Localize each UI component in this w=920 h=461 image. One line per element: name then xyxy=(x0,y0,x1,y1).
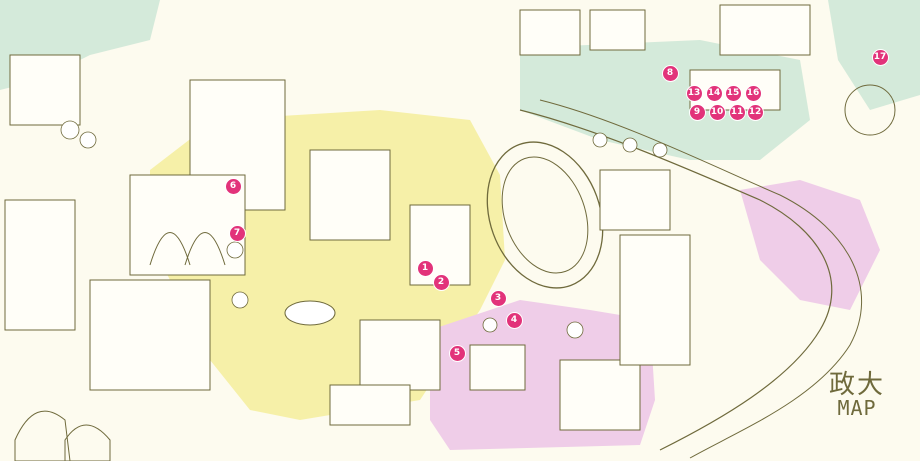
map-marker-9[interactable]: 9 xyxy=(689,104,705,120)
map-marker-7[interactable]: 7 xyxy=(229,225,245,241)
tree xyxy=(79,131,97,149)
map-marker-8[interactable]: 8 xyxy=(662,65,678,81)
building-bottom-center xyxy=(329,384,411,426)
map-marker-11[interactable]: 11 xyxy=(729,104,745,120)
map-marker-6[interactable]: 6 xyxy=(225,178,241,194)
zone-right-pink xyxy=(740,180,880,310)
tree xyxy=(566,321,584,339)
tree xyxy=(652,142,668,158)
map-marker-5[interactable]: 5 xyxy=(449,345,465,361)
building-lower-center xyxy=(359,319,441,391)
map-marker-15[interactable]: 15 xyxy=(725,85,741,101)
building-top-3 xyxy=(719,4,811,56)
map-marker-10[interactable]: 10 xyxy=(709,104,725,120)
map-title: 政大 MAP xyxy=(818,372,896,418)
building-pink-2 xyxy=(559,359,641,431)
building-center xyxy=(309,149,391,241)
building-top-1 xyxy=(519,9,581,56)
tree xyxy=(622,137,638,153)
map-marker-3[interactable]: 3 xyxy=(490,290,506,306)
map-marker-14[interactable]: 14 xyxy=(706,85,722,101)
river-bank xyxy=(539,99,863,459)
building-top-2 xyxy=(589,9,646,51)
map-marker-17[interactable]: 17 xyxy=(872,49,888,65)
map-marker-2[interactable]: 2 xyxy=(433,274,449,290)
map-marker-12[interactable]: 12 xyxy=(747,104,763,120)
building-right-mid xyxy=(599,169,671,231)
map-marker-1[interactable]: 1 xyxy=(417,260,433,276)
tree xyxy=(60,120,80,140)
building-right-tower xyxy=(619,234,691,366)
fountain xyxy=(284,300,336,326)
building-top-left xyxy=(9,54,81,126)
building-left-edge xyxy=(4,199,76,331)
tree xyxy=(592,132,608,148)
map-marker-13[interactable]: 13 xyxy=(686,85,702,101)
tree xyxy=(226,241,244,259)
tree xyxy=(482,317,498,333)
map-title-english: MAP xyxy=(837,396,877,420)
building-arches xyxy=(149,232,226,266)
map-title-chinese: 政大 xyxy=(828,370,885,400)
map-marker-16[interactable]: 16 xyxy=(745,85,761,101)
running-track-inner xyxy=(501,156,589,274)
robot-figure xyxy=(64,424,111,461)
running-track xyxy=(486,141,604,289)
map-marker-4[interactable]: 4 xyxy=(506,312,522,328)
building-pink-1 xyxy=(469,344,526,391)
decorative-circle xyxy=(844,84,896,136)
building-bottom-left xyxy=(89,279,211,391)
tree xyxy=(231,291,249,309)
robot-figure xyxy=(14,410,71,461)
